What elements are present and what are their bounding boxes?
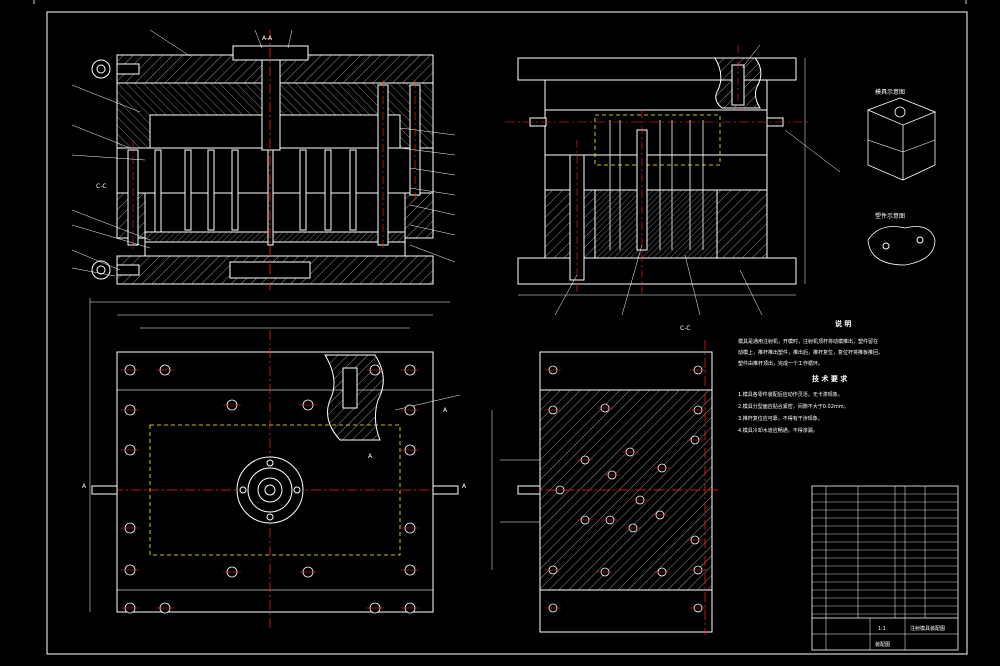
section-label-aa: A-A bbox=[262, 35, 273, 42]
section-label-cc-front: C-C bbox=[96, 183, 107, 190]
isometric-mold-view bbox=[866, 97, 937, 181]
notes-line-2: 动模上，推杆推出塑件，推出后，推杆复位，复位杆将推板推回， bbox=[738, 349, 883, 356]
plan-view bbox=[89, 298, 461, 630]
section-label-cc: C-C bbox=[680, 325, 691, 332]
section-mark-a-bottom: A bbox=[368, 453, 373, 460]
tech-req-line-4: 4.模具冷却水道应畅通，不得渗漏。 bbox=[738, 427, 818, 434]
parts-list-table bbox=[811, 485, 959, 651]
drawing-border bbox=[46, 11, 968, 655]
isometric-part-view bbox=[867, 226, 936, 266]
section-mark-a-right: A bbox=[462, 483, 467, 490]
iso-mold-title: 模具示意图 bbox=[875, 88, 905, 96]
notes-line-3: 塑件由推杆顶出，完成一个工作循环。 bbox=[738, 360, 823, 367]
tech-req-title: 技 术 要 求 bbox=[812, 374, 848, 383]
tech-req-line-2: 2.模具分型面应贴合紧密，间隙不大于0.02mm。 bbox=[738, 403, 849, 410]
title-block-drawing-name: 注射模具装配图 bbox=[910, 625, 945, 632]
bottom-view-holes bbox=[545, 365, 706, 613]
title-block-scale: 1:1 bbox=[878, 626, 886, 632]
section-mark-a-top: A bbox=[443, 407, 448, 414]
notes-line-1: 模具是通用注射机，开模时，注射机顶杆将动模推出，塑件留在 bbox=[738, 338, 878, 345]
plan-view-holes bbox=[121, 364, 419, 614]
tech-req-line-1: 1.模具各零件装配后应动作灵活，无卡滞现象。 bbox=[738, 391, 843, 398]
title-block-sheet-label: 装配图 bbox=[875, 641, 890, 648]
iso-part-title: 塑件示意图 bbox=[875, 212, 905, 220]
side-section-view bbox=[505, 44, 841, 316]
notes-title: 说 明 bbox=[835, 319, 851, 328]
section-mark-a-left: A bbox=[82, 483, 87, 490]
bottom-section-view bbox=[491, 340, 720, 635]
front-section-view bbox=[71, 29, 456, 290]
tech-req-line-3: 3.推杆复位应可靠，不得有干涉现象。 bbox=[738, 415, 823, 422]
